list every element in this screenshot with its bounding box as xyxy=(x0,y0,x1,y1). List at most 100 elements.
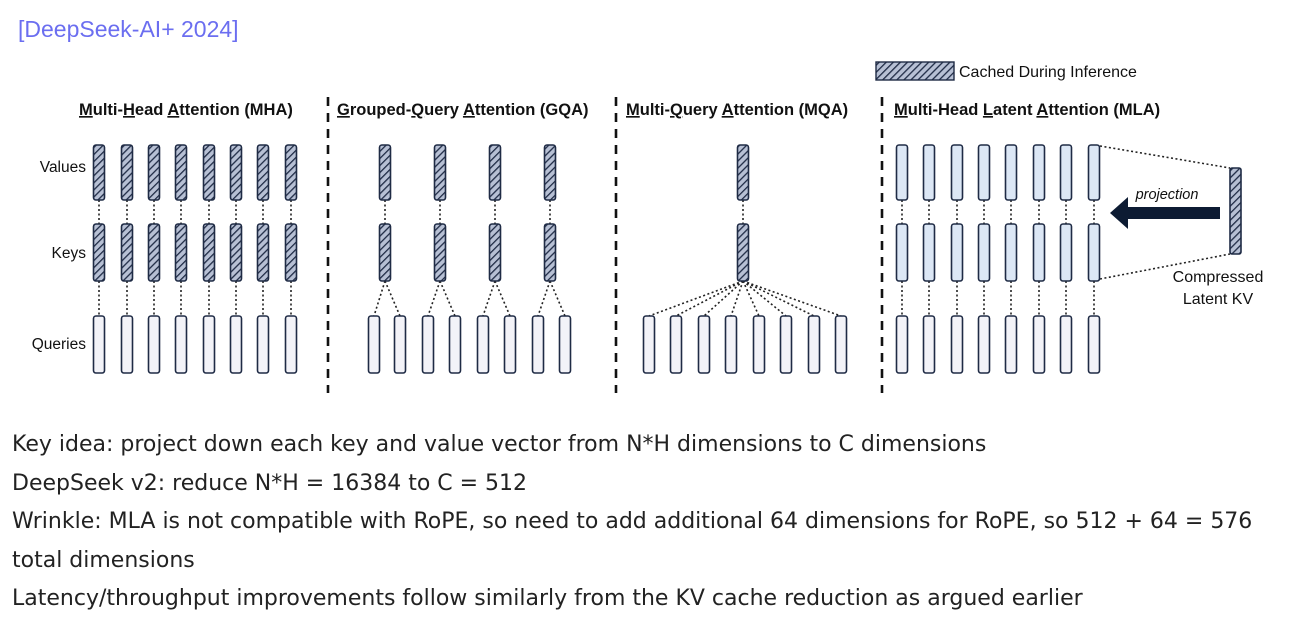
mla-query-vector xyxy=(977,315,991,374)
gqa-connector xyxy=(494,280,511,317)
mla-value-vector xyxy=(1004,144,1018,201)
mla-query-vector xyxy=(1059,315,1073,374)
mla-query-vector xyxy=(1087,315,1101,374)
mqa-connector xyxy=(730,280,744,317)
mqa-query-vector xyxy=(642,315,656,374)
bullet-deepseek-v2: DeepSeek v2: reduce N*H = 16384 to C = 5… xyxy=(12,470,528,496)
mha-query-vector xyxy=(92,315,106,374)
row-label-queries: Queries xyxy=(32,336,87,353)
mla-key-vector xyxy=(1032,223,1046,282)
gqa-connector xyxy=(373,280,386,317)
mla-key-vector xyxy=(977,223,991,282)
gqa-value-vector xyxy=(433,144,447,201)
mqa-query-vector xyxy=(669,315,683,374)
gqa-value-vector xyxy=(543,144,557,201)
mla-value-vector xyxy=(1059,144,1073,201)
mqa-section-title: Multi-Query Attention (MQA) xyxy=(626,101,848,119)
bullet-latency: Latency/throughput improvements follow s… xyxy=(12,586,1083,611)
gqa-query-vector xyxy=(503,315,517,374)
gqa-connector xyxy=(439,280,456,317)
mla-value-vector xyxy=(895,144,909,201)
row-label-values: Values xyxy=(40,159,86,176)
gqa-query-vector xyxy=(476,315,490,374)
mqa-connector xyxy=(742,280,842,317)
mqa-value-vector xyxy=(736,144,750,201)
mla-query-vector xyxy=(1004,315,1018,374)
compressed-latent-kv-vector xyxy=(1229,167,1242,255)
mla-query-vector xyxy=(895,315,909,374)
mla-query-vector xyxy=(950,315,964,374)
mha-value-vector xyxy=(147,144,161,201)
mqa-query-vector xyxy=(697,315,711,374)
projection-label: projection xyxy=(1135,187,1199,203)
mla-key-vector xyxy=(1087,223,1101,282)
gqa-key-vector xyxy=(433,223,447,282)
mha-query-vector xyxy=(284,315,298,374)
mla-section-title: Multi-Head Latent Attention (MLA) xyxy=(894,101,1160,119)
latent-connector xyxy=(1099,145,1231,169)
gqa-key-vector xyxy=(488,223,502,282)
mha-key-vector xyxy=(202,223,216,282)
mla-value-vector xyxy=(1087,144,1101,201)
mla-key-vector xyxy=(1004,223,1018,282)
mha-section-title: Multi-Head Attention (MHA) xyxy=(79,101,293,119)
mha-key-vector xyxy=(92,223,106,282)
mqa-query-vector xyxy=(779,315,793,374)
mla-query-vector xyxy=(1032,315,1046,374)
gqa-connector xyxy=(549,280,566,317)
mha-value-vector xyxy=(92,144,106,201)
mha-query-vector xyxy=(229,315,243,374)
mha-query-vector xyxy=(147,315,161,374)
mha-key-vector xyxy=(256,223,270,282)
legend-label: Cached During Inference xyxy=(959,64,1137,81)
mqa-connector xyxy=(742,280,760,317)
mla-value-vector xyxy=(950,144,964,201)
mha-key-vector xyxy=(229,223,243,282)
mla-key-vector xyxy=(922,223,936,282)
citation: [DeepSeek-AI+ 2024] xyxy=(18,16,239,42)
mqa-query-vector xyxy=(752,315,766,374)
bullet-key-idea: Key idea: project down each key and valu… xyxy=(12,432,987,457)
mqa-connector xyxy=(742,280,787,317)
mqa-connector xyxy=(648,280,744,317)
mqa-query-vector xyxy=(834,315,848,374)
mha-value-vector xyxy=(229,144,243,201)
mha-key-vector xyxy=(174,223,188,282)
mha-query-vector xyxy=(120,315,134,374)
mqa-connector xyxy=(675,280,744,317)
gqa-section-title: Grouped-Query Attention (GQA) xyxy=(337,101,589,119)
mha-query-vector xyxy=(256,315,270,374)
mla-query-vector xyxy=(922,315,936,374)
mha-value-vector xyxy=(256,144,270,201)
compressed-label: Compressed xyxy=(1173,269,1264,286)
gqa-query-vector xyxy=(367,315,381,374)
gqa-connector xyxy=(384,280,401,317)
gqa-query-vector xyxy=(531,315,545,374)
projection-arrow xyxy=(1110,197,1220,229)
mqa-key-vector xyxy=(736,223,750,282)
latent-kv-label: Latent KV xyxy=(1183,291,1254,308)
gqa-value-vector xyxy=(488,144,502,201)
mha-value-vector xyxy=(120,144,134,201)
mha-value-vector xyxy=(174,144,188,201)
mla-value-vector xyxy=(1032,144,1046,201)
mha-value-vector xyxy=(284,144,298,201)
gqa-key-vector xyxy=(543,223,557,282)
gqa-connector xyxy=(537,280,551,317)
bullet-wrinkle: Wrinkle: MLA is not compatible with RoPE… xyxy=(12,509,1253,573)
mla-value-vector xyxy=(977,144,991,201)
gqa-query-vector xyxy=(421,315,435,374)
mla-key-vector xyxy=(950,223,964,282)
mha-query-vector xyxy=(202,315,216,374)
row-label-keys: Keys xyxy=(52,245,87,262)
mla-key-vector xyxy=(895,223,909,282)
mla-key-vector xyxy=(1059,223,1073,282)
gqa-connector xyxy=(427,280,441,317)
mha-key-vector xyxy=(120,223,134,282)
mqa-query-vector xyxy=(807,315,821,374)
mqa-query-vector xyxy=(724,315,738,374)
mha-value-vector xyxy=(202,144,216,201)
gqa-value-vector xyxy=(378,144,392,201)
mha-key-vector xyxy=(147,223,161,282)
gqa-connector xyxy=(482,280,496,317)
